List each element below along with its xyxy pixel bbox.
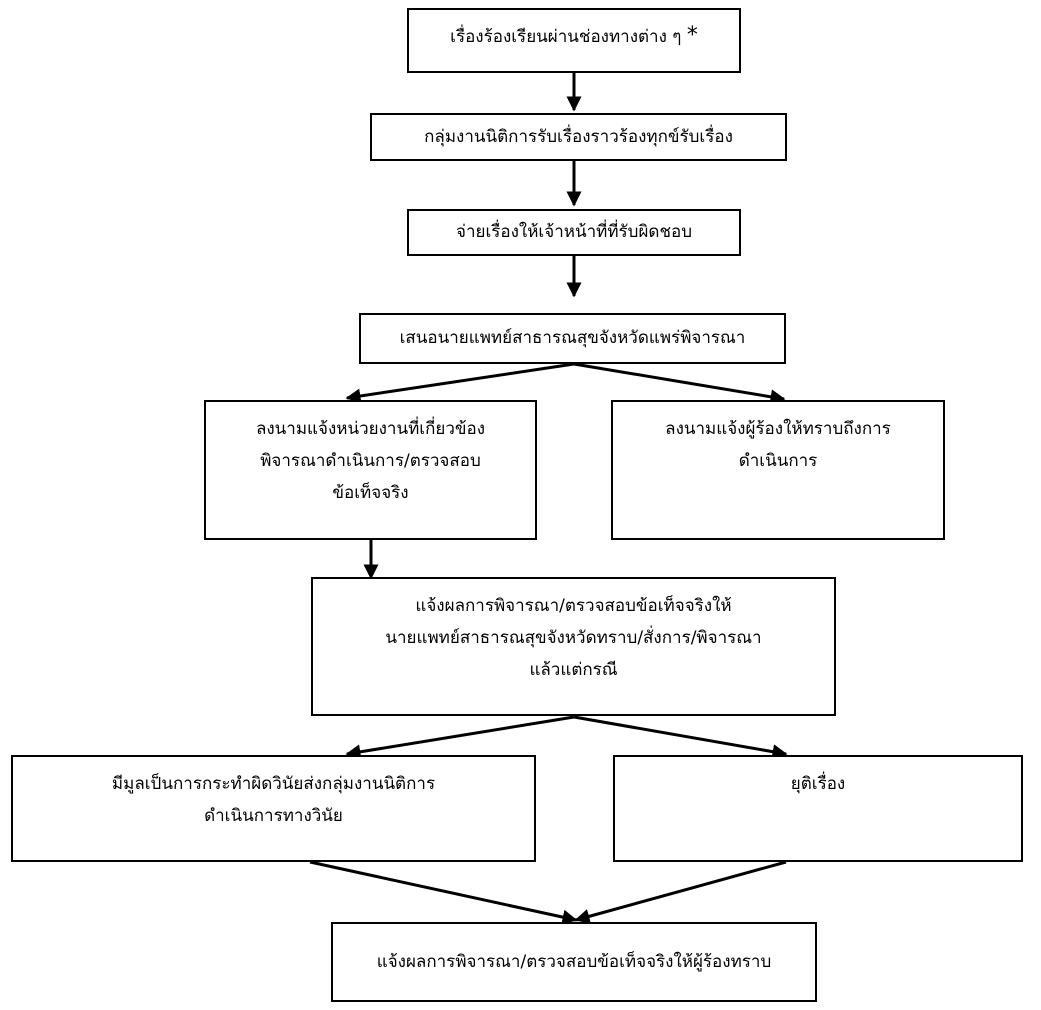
step-1-complaint-channels-box: เรื่องร้องเรียนผ่านช่องทางต่าง ๆ * [407,8,741,73]
step-7b-close-case-box: ยุติเรื่อง [613,755,1023,862]
step-7a-line-1: มีมูลเป็นการกระทำผิดวินัยส่งกลุ่มงานนิติ… [111,774,436,794]
step-7a-disciplinary-box: มีมูลเป็นการกระทำผิดวินัยส่งกลุ่มงานนิติ… [11,755,536,862]
step-5b-line-2: ดำเนินการ [738,451,818,472]
step-5b-line-1: ลงนามแจ้งผู้ร้องให้ทราบถึงการ [665,419,891,439]
arrow-step7a-to-step8 [309,860,578,925]
step-5a-line-2: พิจารณาดำเนินการ/ตรวจสอบ [260,451,481,472]
step-5a-notify-agencies-box: ลงนามแจ้งหน่วยงานที่เกี่ยวข้อง พิจารณาดำ… [204,400,537,540]
step-4-text: เสนอนายแพทย์สาธารณสุขจังหวัดแพร่พิจารณา [399,328,746,349]
step-5b-notify-complainant-box: ลงนามแจ้งผู้ร้องให้ทราบถึงการ ดำเนินการ [611,400,945,540]
step-6-line-2: นายแพทย์สาธารณสุขจังหวัดทราบ/สั่งการ/พิจ… [385,628,762,649]
step-3-assign-officer-box: จ่ายเรื่องให้เจ้าหน้าที่ที่รับผิดชอบ [407,209,741,256]
step-6-line-1: แจ้งผลการพิจารณา/ตรวจสอบข้อเท็จจริงให้ [415,596,732,616]
arrow-step7b-to-step8 [574,860,787,924]
arrow-step6-to-step7b [573,715,788,760]
step-2-text: กลุ่มงานนิติการรับเรื่องราวร้องทุกข์รับเ… [424,126,733,147]
step-1-text: เรื่องร้องเรียนผ่านช่องทางต่าง ๆ [450,27,682,48]
step-6-line-3: แล้วแต่กรณี [529,660,618,681]
arrow-step6-to-step7a [345,715,575,760]
step-5a-line-3: ข้อเท็จจริง [332,483,409,504]
step-1-asterisk: * [686,23,698,49]
step-4-propose-to-director-box: เสนอนายแพทย์สาธารณสุขจังหวัดแพร่พิจารณา [359,313,786,364]
step-8-notify-complainant-result-box: แจ้งผลการพิจารณา/ตรวจสอบข้อเท็จจริงให้ผู… [331,922,817,1002]
step-6-report-results-box: แจ้งผลการพิจารณา/ตรวจสอบข้อเท็จจริงให้ น… [311,577,836,716]
arrow-step4-to-step5a [345,362,575,404]
step-7b-text: ยุติเรื่อง [790,774,846,794]
step-5a-line-1: ลงนามแจ้งหน่วยงานที่เกี่ยวข้อง [255,419,486,439]
step-3-text: จ่ายเรื่องให้เจ้าหน้าที่ที่รับผิดชอบ [456,222,692,243]
step-7a-line-2: ดำเนินการทางวินัย [204,806,343,827]
arrow-step4-to-step5b [573,362,786,405]
step-8-text: แจ้งผลการพิจารณา/ตรวจสอบข้อเท็จจริงให้ผู… [376,951,772,972]
step-2-legal-group-receives-box: กลุ่มงานนิติการรับเรื่องราวร้องทุกข์รับเ… [370,113,787,161]
